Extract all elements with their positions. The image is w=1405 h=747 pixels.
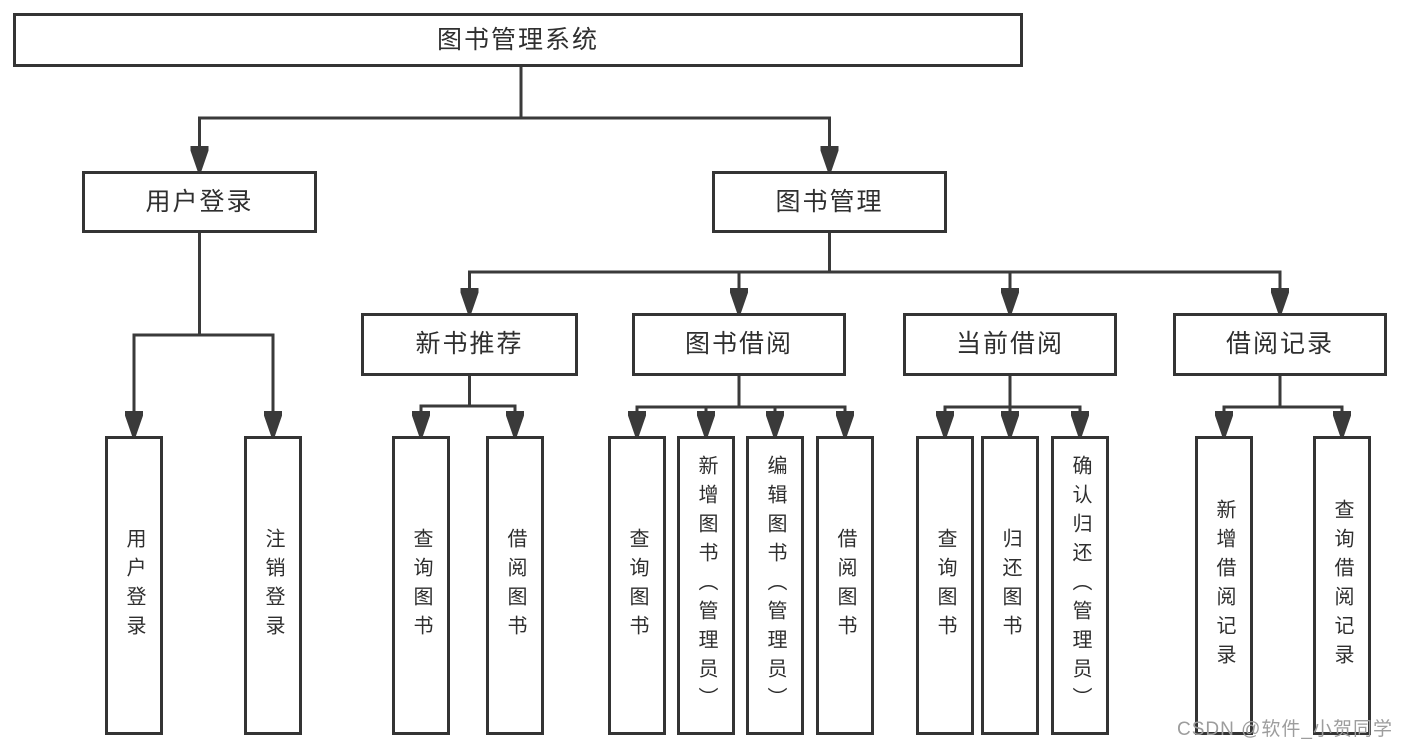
csdn-watermark: CSDN @软件_小贺同学: [1177, 719, 1393, 740]
node-leaf-user-login: 用户登录: [105, 436, 163, 735]
connector-book-borrow-children: [637, 376, 845, 436]
connector-book-mgmt-children: [470, 233, 1281, 313]
node-leaf-bb-add-books: 新增图书（管理员）: [677, 436, 735, 735]
node-leaf-cb-query-books-label: 查询图书: [934, 527, 956, 644]
node-leaf-logout-label: 注销登录: [262, 527, 284, 644]
node-leaf-br-add-record: 新增借阅记录: [1195, 436, 1253, 735]
node-leaf-bb-edit-books-label: 编辑图书（管理员）: [764, 455, 786, 716]
node-book-mgmt-label: 图书管理: [775, 187, 884, 216]
node-leaf-br-add-record-label: 新增借阅记录: [1213, 498, 1235, 673]
node-leaf-cb-query-books: 查询图书: [916, 436, 974, 735]
connector-root-to-level2: [200, 67, 830, 171]
node-leaf-br-query-record: 查询借阅记录: [1313, 436, 1371, 735]
node-current-borrow-label: 当前借阅: [955, 330, 1064, 358]
node-borrow-record-label: 借阅记录: [1225, 330, 1334, 358]
node-leaf-rec-borrow-books: 借阅图书: [486, 436, 544, 735]
node-borrow-record: 借阅记录: [1173, 313, 1387, 376]
node-book-mgmt: 图书管理: [712, 171, 947, 233]
connector-user-login-children: [134, 233, 273, 436]
connector-current-borrow-children: [945, 376, 1080, 436]
node-leaf-cb-return-books: 归还图书: [981, 436, 1039, 735]
node-user-login: 用户登录: [82, 171, 317, 233]
node-leaf-bb-edit-books: 编辑图书（管理员）: [746, 436, 804, 735]
node-user-login-label: 用户登录: [145, 187, 254, 216]
node-leaf-cb-return-books-label: 归还图书: [999, 527, 1021, 644]
node-leaf-user-login-label: 用户登录: [123, 527, 145, 644]
node-leaf-cb-confirm-return-label: 确认归还（管理员）: [1069, 455, 1091, 716]
node-new-book-rec-label: 新书推荐: [415, 330, 524, 358]
node-leaf-bb-query-books: 查询图书: [608, 436, 666, 735]
node-book-borrow-label: 图书借阅: [684, 330, 793, 358]
node-leaf-br-query-record-label: 查询借阅记录: [1331, 498, 1353, 673]
node-new-book-rec: 新书推荐: [361, 313, 578, 376]
node-root: 图书管理系统: [13, 13, 1023, 67]
node-leaf-bb-query-books-label: 查询图书: [626, 527, 648, 644]
node-leaf-bb-borrow-books: 借阅图书: [816, 436, 874, 735]
node-root-label: 图书管理系统: [436, 25, 599, 54]
node-leaf-cb-confirm-return: 确认归还（管理员）: [1051, 436, 1109, 735]
node-leaf-rec-query-books-label: 查询图书: [410, 527, 432, 644]
node-book-borrow: 图书借阅: [632, 313, 846, 376]
connector-new-book-rec-children: [421, 376, 515, 436]
node-leaf-rec-query-books: 查询图书: [392, 436, 450, 735]
node-current-borrow: 当前借阅: [903, 313, 1117, 376]
node-leaf-rec-borrow-books-label: 借阅图书: [504, 527, 526, 644]
node-leaf-bb-add-books-label: 新增图书（管理员）: [695, 455, 717, 716]
connector-borrow-record-children: [1224, 376, 1342, 436]
node-leaf-bb-borrow-books-label: 借阅图书: [834, 527, 856, 644]
node-leaf-logout: 注销登录: [244, 436, 302, 735]
